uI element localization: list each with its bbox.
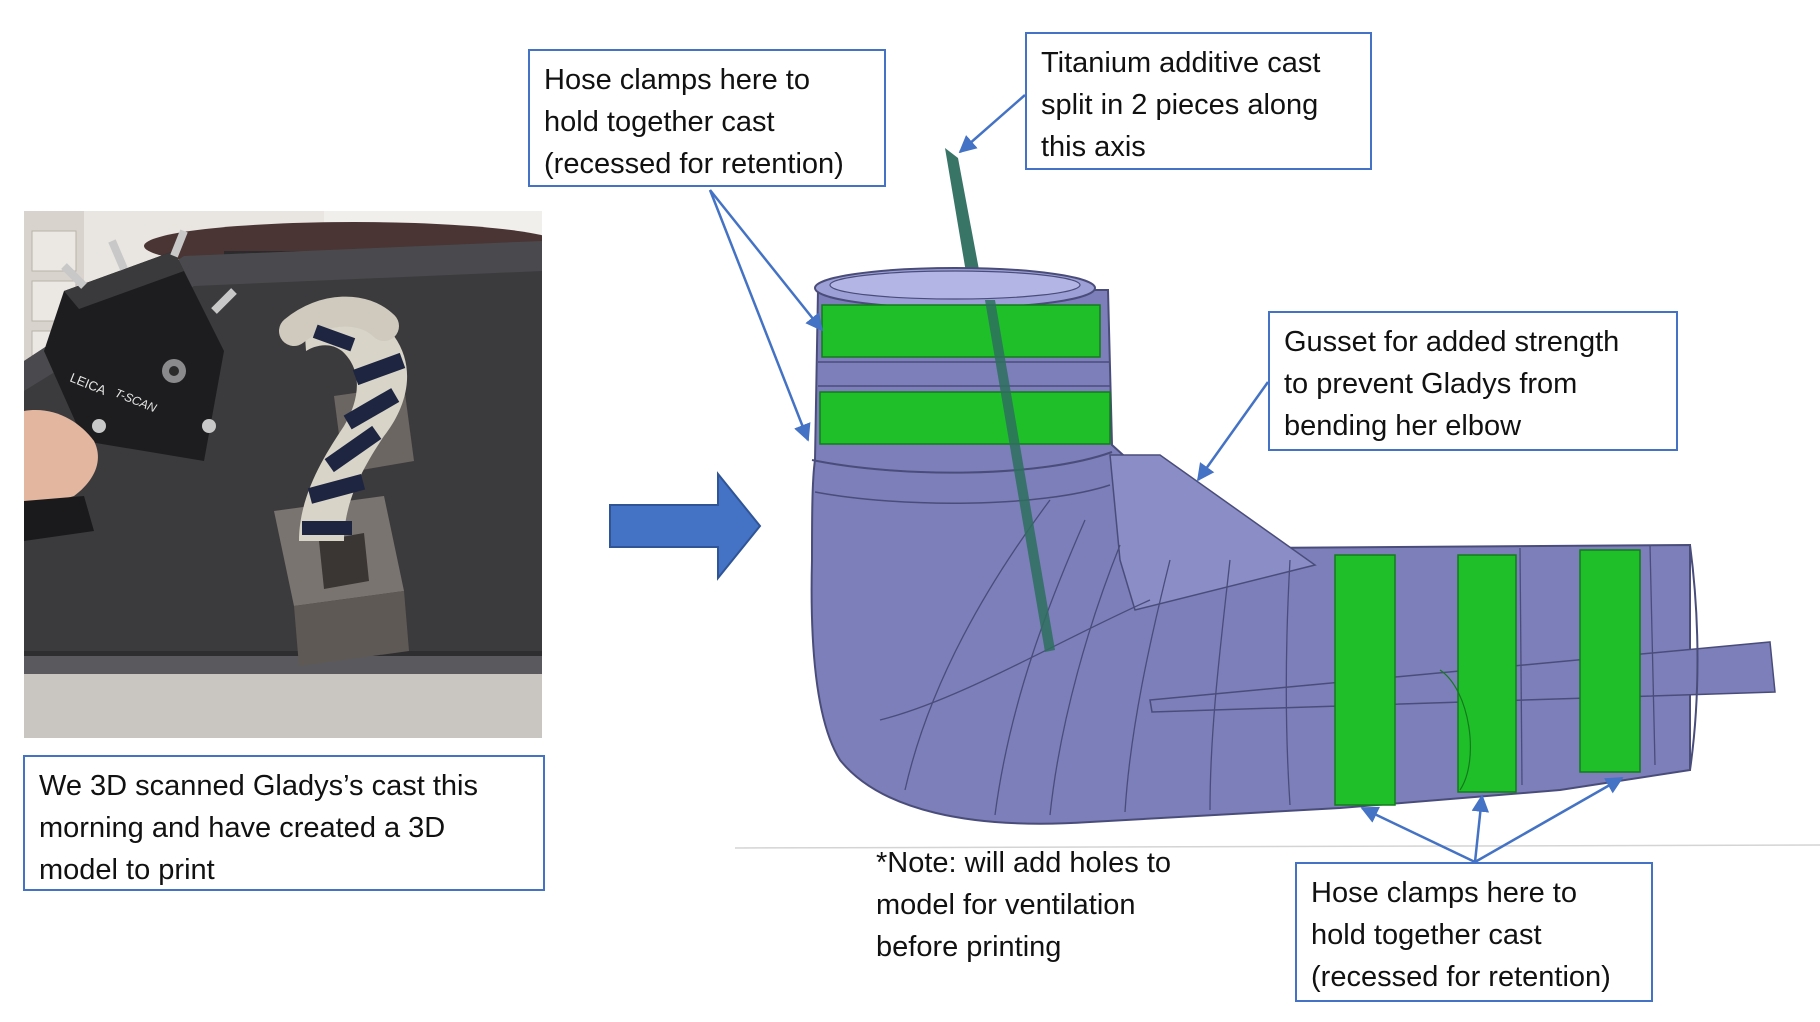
callout-line: Gusset for added strength <box>1284 326 1620 358</box>
gusset <box>1109 454 1317 611</box>
note-line: *Note: will add holes to <box>876 847 1171 879</box>
callout-line: Hose clamps here to <box>1311 877 1577 909</box>
callout-line: Hose clamps here to <box>544 64 810 96</box>
caption-line: morning and have created a 3D <box>39 812 446 844</box>
callout-line: hold together cast <box>544 106 775 138</box>
callout-line: (recessed for retention) <box>1311 961 1611 993</box>
scan-photo: LEICA T-SCAN <box>24 211 542 738</box>
process-arrow <box>609 471 762 581</box>
clamp-band-upper-1 <box>821 304 1101 358</box>
plaster-cast <box>279 296 408 541</box>
callout-hose-clamps-bottom: Hose clamps here to hold together cast (… <box>1295 862 1653 1002</box>
callout-line: bending her elbow <box>1284 410 1522 442</box>
leader-arrows <box>708 94 1624 864</box>
callout-titanium-split: Titanium additive cast split in 2 pieces… <box>1025 32 1372 170</box>
callout-hose-clamps-top: Hose clamps here to hold together cast (… <box>528 49 886 187</box>
note-line: model for ventilation <box>876 889 1136 921</box>
callout-line: split in 2 pieces along <box>1041 89 1319 121</box>
ventilation-note: *Note: will add holes to model for venti… <box>876 842 1171 968</box>
scanner-device: LEICA T-SCAN <box>44 229 237 461</box>
note-line: before printing <box>876 931 1062 963</box>
clamp-band-upper-2 <box>819 391 1111 445</box>
callout-line: this axis <box>1041 131 1146 163</box>
callout-line: Titanium additive cast <box>1041 47 1321 79</box>
clamp-band-lower-3 <box>1579 549 1641 773</box>
callout-line: hold together cast <box>1311 919 1542 951</box>
caption-line: model to print <box>39 854 215 886</box>
callout-gusset: Gusset for added strength to prevent Gla… <box>1268 311 1678 451</box>
ground-line <box>734 844 1820 849</box>
callout-line: (recessed for retention) <box>544 148 844 180</box>
photo-caption-box: We 3D scanned Gladys’s cast this morning… <box>23 755 545 891</box>
caption-line: We 3D scanned Gladys’s cast this <box>39 770 478 802</box>
clamp-band-lower-2 <box>1457 554 1517 793</box>
callout-line: to prevent Gladys from <box>1284 368 1578 400</box>
cast-3d-model <box>810 148 1776 825</box>
clamp-band-lower-1 <box>1334 554 1396 806</box>
